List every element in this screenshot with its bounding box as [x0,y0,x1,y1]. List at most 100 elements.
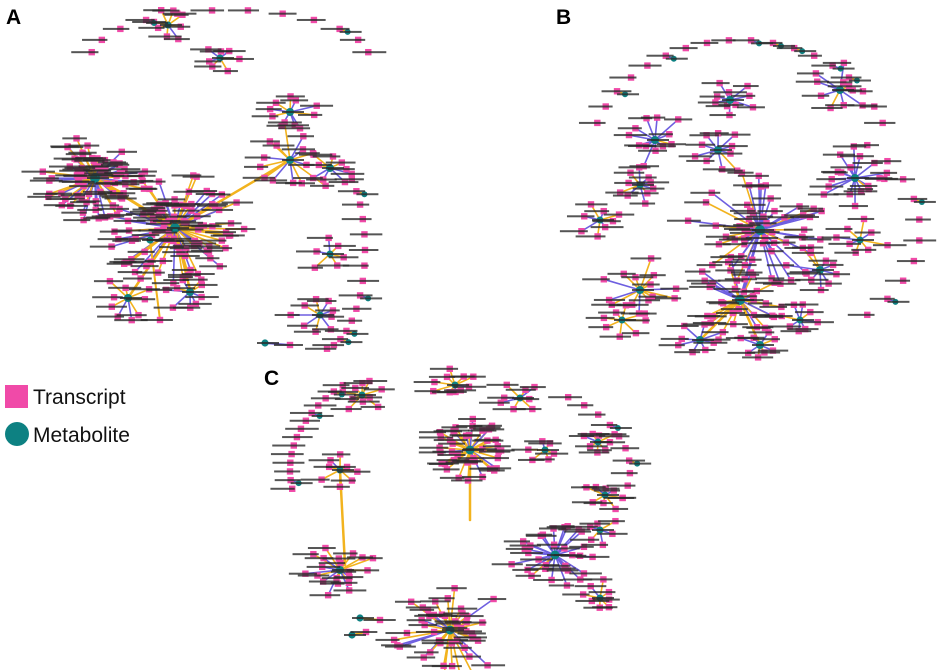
node-label-glyph [97,192,124,195]
node-label-glyph [903,239,937,242]
node-label-glyph [394,600,421,603]
node-label-glyph [62,137,87,140]
node-label-glyph [535,452,569,455]
node-label-glyph [741,242,773,245]
node-label-glyph [254,179,288,182]
node-label-glyph [757,210,783,213]
node-label-glyph [730,209,756,212]
node-label-glyph [582,278,610,281]
network-edge [729,229,761,272]
node-label-glyph [471,664,506,667]
node-label-glyph [666,324,699,327]
node-label-glyph [432,468,460,471]
node-label-glyph [854,231,881,234]
node-label-glyph [88,182,119,185]
node-label-glyph [684,201,710,204]
node-label-glyph [205,193,231,196]
node-label-glyph [406,619,432,622]
network-edge [443,629,451,670]
node-label-glyph [342,307,372,310]
node-label-glyph [603,496,637,499]
node-label-glyph [765,241,796,244]
node-label-glyph [727,171,754,174]
node-label-glyph [625,319,650,322]
network-edge [173,158,292,230]
node-label-glyph [333,552,358,555]
node-label-glyph [450,615,484,618]
node-label-glyph [293,177,323,180]
node-label-glyph [766,264,795,267]
node-label-glyph [717,323,748,326]
node-label-glyph [592,220,621,223]
node-label-glyph [311,414,334,417]
node-label-glyph [732,299,754,301]
network-edge [698,298,742,342]
node-label-glyph [428,375,456,378]
node-label-glyph [169,220,197,223]
node-label-glyph [575,203,608,206]
node-label-glyph [111,175,143,178]
node-label-glyph [705,235,736,238]
node-label-glyph [322,253,344,255]
node-label-glyph [811,106,843,109]
node-label-glyph [452,375,486,378]
node-label-glyph [282,111,304,113]
node-label-glyph [580,434,606,437]
node-label-glyph [432,391,457,394]
node-label-glyph [325,465,356,468]
node-label-glyph [847,313,875,316]
node-label-glyph [274,313,300,316]
network-edge [339,557,374,571]
node-label-glyph [726,237,752,240]
node-label-glyph [750,184,782,187]
node-label-glyph [660,337,689,340]
node-label-glyph [182,278,208,281]
network-edge [272,159,291,182]
network-edges [42,9,923,670]
node-label-glyph [822,153,855,156]
node-label-glyph [288,572,317,575]
node-label-glyph [665,57,688,60]
node-label-glyph [864,121,896,124]
node-label-glyph [289,419,321,422]
node-label-glyph [385,632,411,635]
node-label-glyph [799,289,829,292]
node-label-glyph [60,194,86,197]
network-edge [839,89,864,107]
node-label-glyph [742,356,774,359]
node-label-glyph [33,192,58,195]
node-label-glyph [443,646,472,649]
node-label-glyph [185,283,218,286]
node-label-glyph [548,396,583,399]
node-label-glyph [472,439,504,442]
node-label-glyph [199,265,227,268]
node-label-glyph [421,642,448,645]
node-label-glyph [792,319,814,321]
node-label-glyph [503,540,530,543]
node-label-glyph [784,214,816,217]
node-label-glyph [108,286,142,289]
node-label-glyph [338,294,373,297]
node-label-glyph [566,215,595,218]
node-label-glyph [163,38,190,41]
node-label-glyph [847,217,875,220]
node-label-glyph [201,208,234,211]
node-label-glyph [755,277,785,280]
node-label-glyph [292,553,319,556]
node-label-glyph [315,315,345,318]
node-label-glyph [505,547,533,550]
node-label-glyph [159,237,191,240]
node-label-glyph [21,170,55,173]
node-label-glyph [783,228,813,231]
node-label-glyph [632,184,654,186]
node-label-glyph [257,342,279,344]
node-label-glyph [255,108,282,111]
node-label-glyph [59,169,93,172]
node-label-glyph [163,279,190,282]
node-label-glyph [655,297,682,300]
node-label-glyph [439,476,465,479]
metabolite-legend-swatch [5,422,29,446]
node-label-glyph [293,330,321,333]
node-label-glyph [690,41,719,44]
node-label-glyph [282,159,304,161]
